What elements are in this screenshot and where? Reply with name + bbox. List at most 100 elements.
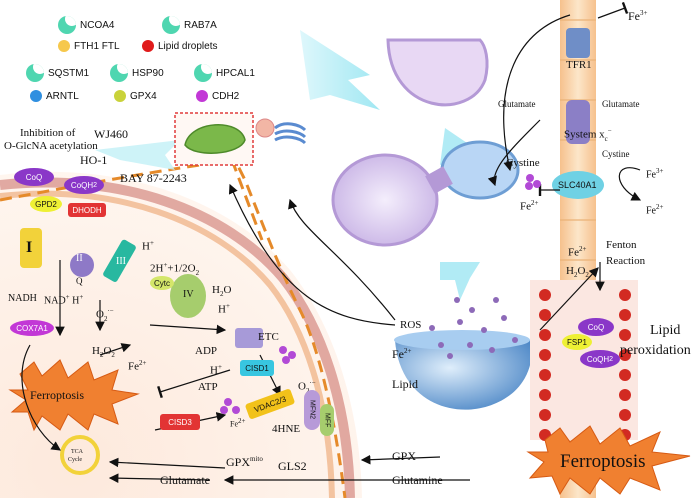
dhodh-box: DHODH xyxy=(68,203,106,217)
complex-ii-label: II xyxy=(76,253,83,264)
mfn2-pill: MFN2 xyxy=(304,390,320,430)
hne-label: 4HNE xyxy=(272,423,301,435)
complex-ii-q-label: Q xyxy=(76,276,83,286)
h2o2-right-label: H2O2 xyxy=(566,265,589,280)
cisd3-box: CISD3 xyxy=(160,414,200,430)
mff-pill: MFF xyxy=(320,404,334,436)
system-xc-channel xyxy=(566,100,590,144)
legend-hsp90: HSP90 xyxy=(110,64,164,82)
atp-label: ATP xyxy=(198,381,218,393)
wj460-label: WJ460 xyxy=(94,127,128,141)
superoxide-label: O2·− xyxy=(96,307,114,323)
lipid-droplets-icon xyxy=(142,40,154,52)
complex-i-shape xyxy=(20,228,42,268)
etc-label: ETC xyxy=(258,331,279,343)
reaction-label: Reaction xyxy=(606,255,646,267)
right-ferroptosis-label: Ferroptosis xyxy=(560,451,646,472)
complex-i-label: I xyxy=(26,239,33,256)
h-plus-3-label: H+ xyxy=(210,363,222,377)
hpcal1-icon xyxy=(194,64,212,82)
legend-cdh2: CDH2 xyxy=(196,90,239,102)
nadh-label: NADH xyxy=(8,293,37,304)
complex-iii-shape xyxy=(103,239,136,282)
hsp90-icon xyxy=(110,64,128,82)
complex-iii-label: III xyxy=(116,256,126,267)
system-xc-label: System xc− xyxy=(564,127,612,143)
cytc-pill: Cytc xyxy=(150,276,174,290)
complex-ii-shape xyxy=(70,253,94,277)
autophagosome xyxy=(331,153,439,247)
legend-ncoa4: NCOA4 xyxy=(58,16,114,34)
gls2-label: GLS2 xyxy=(278,459,307,473)
tca-label-1: TCA xyxy=(71,449,83,455)
adp-label: ADP xyxy=(195,345,218,357)
glutamate-mito-label: Glutamate xyxy=(160,473,210,487)
fth1-ftl-icon xyxy=(58,40,70,52)
sqstm1-icon xyxy=(26,64,44,82)
flow-arrow-4 xyxy=(95,140,180,170)
cell-boundary-dashed xyxy=(0,158,347,498)
complex-iv-label: IV xyxy=(183,289,194,300)
gpd2-pill: GPD2 xyxy=(30,196,62,212)
legend-arntl: ARNTL xyxy=(30,90,79,102)
h-plus-2-label: H+ xyxy=(218,302,230,316)
fe2-right-label: Fe2+ xyxy=(646,203,664,217)
fe3-top-label: Fe3+ xyxy=(628,9,648,23)
legend-hpcal1: HPCAL1 xyxy=(194,64,255,82)
rab7a-icon xyxy=(162,16,180,34)
coq-right-pill: CoQ xyxy=(578,318,614,336)
bay-label: BAY 87-2243 xyxy=(120,171,187,185)
fe2-fenton-label: Fe2+ xyxy=(568,245,587,259)
flow-arrow-1 xyxy=(300,30,380,110)
cox7a1-pill: COX7A1 xyxy=(10,320,54,336)
legend-lipid-droplets: Lipid droplets xyxy=(142,40,217,52)
lysosome-bowl xyxy=(395,340,532,410)
cystine-right-label: Cystine xyxy=(602,149,630,159)
fsp1-pill: FSP1 xyxy=(562,334,592,350)
tfr1-channel xyxy=(566,28,590,58)
ho1-label: HO-1 xyxy=(80,153,108,167)
fe2-left-label: Fe2+ xyxy=(520,199,539,213)
tca-label-2: Cycle xyxy=(68,457,82,463)
flow-arrow-3 xyxy=(440,262,480,300)
gpx-mito-label: GPXmito xyxy=(226,455,263,469)
fe2-small-label: Fe2+ xyxy=(230,417,246,429)
h-plus-label: H+ xyxy=(142,239,154,253)
inhibition-label-2: O-GlcNA acetylation xyxy=(4,140,98,152)
cdh2-icon xyxy=(196,90,208,102)
fe3-right-label: Fe3+ xyxy=(646,167,664,181)
glutamate-right-label: Glutamate xyxy=(602,99,640,109)
legend-fth1-ftl: FTH1 FTL xyxy=(58,40,120,52)
mito-ferroptosis-label: Ferroptosis xyxy=(30,388,84,402)
lipid-peroxidation-label-2: peroxidation xyxy=(620,343,691,358)
slc40a1-label: SLC40A1 xyxy=(558,180,597,190)
coq-pill: CoQ xyxy=(14,168,54,186)
complex-iv-shape xyxy=(170,274,206,318)
legend-sqstm1: SQSTM1 xyxy=(26,64,89,82)
gpx-label: GPX xyxy=(392,449,417,463)
lipid-label: Lipid xyxy=(392,377,418,391)
slc40a1-channel xyxy=(552,171,604,199)
phagophore xyxy=(386,38,489,107)
ros-label: ROS xyxy=(400,319,422,331)
atp-synthase-shape xyxy=(235,328,263,348)
fenton-label: Fenton xyxy=(606,239,637,251)
fe2-lysosome-label: Fe2+ xyxy=(392,347,412,361)
o2-reaction-label: 2H++1/2O2 xyxy=(150,261,200,277)
tfr1-label: TFR1 xyxy=(566,59,592,71)
nad-label: NAD+ H+ xyxy=(44,293,84,307)
glutamine-label: Glutamine xyxy=(392,473,443,487)
cell-boundary-dashed-top xyxy=(230,159,264,241)
cisd1-box: CISD1 xyxy=(240,360,274,376)
mito-ferroptosis-burst xyxy=(8,359,140,432)
fe2-mito-label: Fe2+ xyxy=(128,359,147,373)
arntl-icon xyxy=(30,90,42,102)
lipid-peroxidation-label-1: Lipid xyxy=(650,323,681,338)
inhibition-label-1: Inhibition of xyxy=(20,127,76,139)
gpx4-icon xyxy=(114,90,126,102)
right-ferroptosis-burst xyxy=(526,425,691,496)
h2o2-mito-label: H2O2 xyxy=(92,345,115,360)
